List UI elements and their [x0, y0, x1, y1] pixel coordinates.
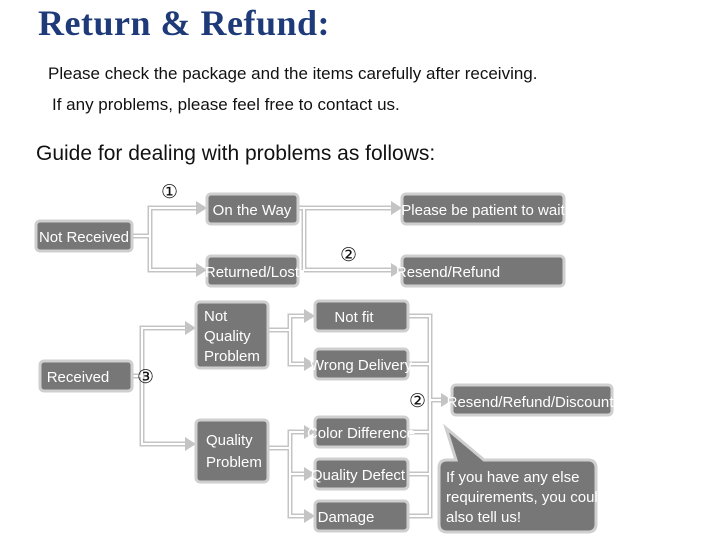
box-not-quality-problem: Not Quality Problem: [194, 300, 270, 370]
box-not-fit-label: Not fit: [334, 309, 374, 326]
box-color-difference: Color Difference: [307, 415, 415, 449]
note-line-2: requirements, you could: [446, 489, 606, 506]
box-returned-lost-label: Returned/Lost: [205, 264, 300, 281]
box-wrong-delivery-label: Wrong Delivery: [310, 357, 413, 374]
instruction-line-1: Please check the package and the items c…: [48, 64, 538, 83]
instruction-line-2: If any problems, please feel free to con…: [52, 95, 400, 114]
marker-one: ①: [161, 181, 178, 203]
box-color-difference-label: Color Difference: [307, 425, 415, 442]
box-not-received: Not Received: [34, 219, 134, 253]
marker-two-lower: ②: [409, 390, 426, 412]
box-resend-refund-discount: Resend/Refund/Discount: [447, 383, 615, 417]
box-resend-refund: Resend/Refund: [396, 254, 566, 288]
box-on-the-way: On the Way: [205, 192, 300, 226]
box-not-fit: Not fit: [313, 299, 410, 333]
box-resend-refund-label: Resend/Refund: [396, 264, 500, 281]
box-quality-line-1: Quality: [206, 432, 253, 449]
box-quality-defect-label: Quality Defect: [311, 467, 406, 484]
marker-two-upper: ②: [340, 244, 357, 266]
box-quality-line-2: Problem: [206, 454, 262, 471]
box-on-the-way-label: On the Way: [213, 202, 292, 219]
box-be-patient: Please be patient to wait: [400, 192, 566, 226]
box-wrong-delivery: Wrong Delivery: [310, 347, 413, 381]
box-not-quality-line-3: Problem: [204, 348, 260, 365]
box-quality-defect: Quality Defect: [311, 457, 410, 491]
box-quality-problem: Quality Problem: [194, 418, 270, 484]
box-received: Received: [38, 359, 134, 393]
box-resend-refund-discount-label: Resend/Refund/Discount: [447, 394, 615, 411]
note-line-1: If you have any else: [446, 469, 579, 486]
note-bubble: If you have any else requirements, you c…: [437, 423, 606, 534]
box-returned-lost: Returned/Lost: [205, 254, 300, 288]
marker-three: ③: [137, 366, 154, 388]
page-title: Return & Refund:: [38, 3, 330, 43]
note-line-3: also tell us!: [446, 509, 521, 526]
box-received-label: Received: [47, 369, 110, 386]
box-not-quality-line-2: Quality: [204, 328, 251, 345]
box-damage: Damage: [313, 499, 410, 533]
box-not-received-label: Not Received: [39, 229, 129, 246]
box-be-patient-label: Please be patient to wait: [401, 202, 565, 219]
box-not-quality-line-1: Not: [204, 308, 228, 325]
guide-heading: Guide for dealing with problems as follo…: [36, 142, 436, 165]
box-damage-label: Damage: [318, 509, 375, 526]
connectors: [132, 201, 452, 523]
